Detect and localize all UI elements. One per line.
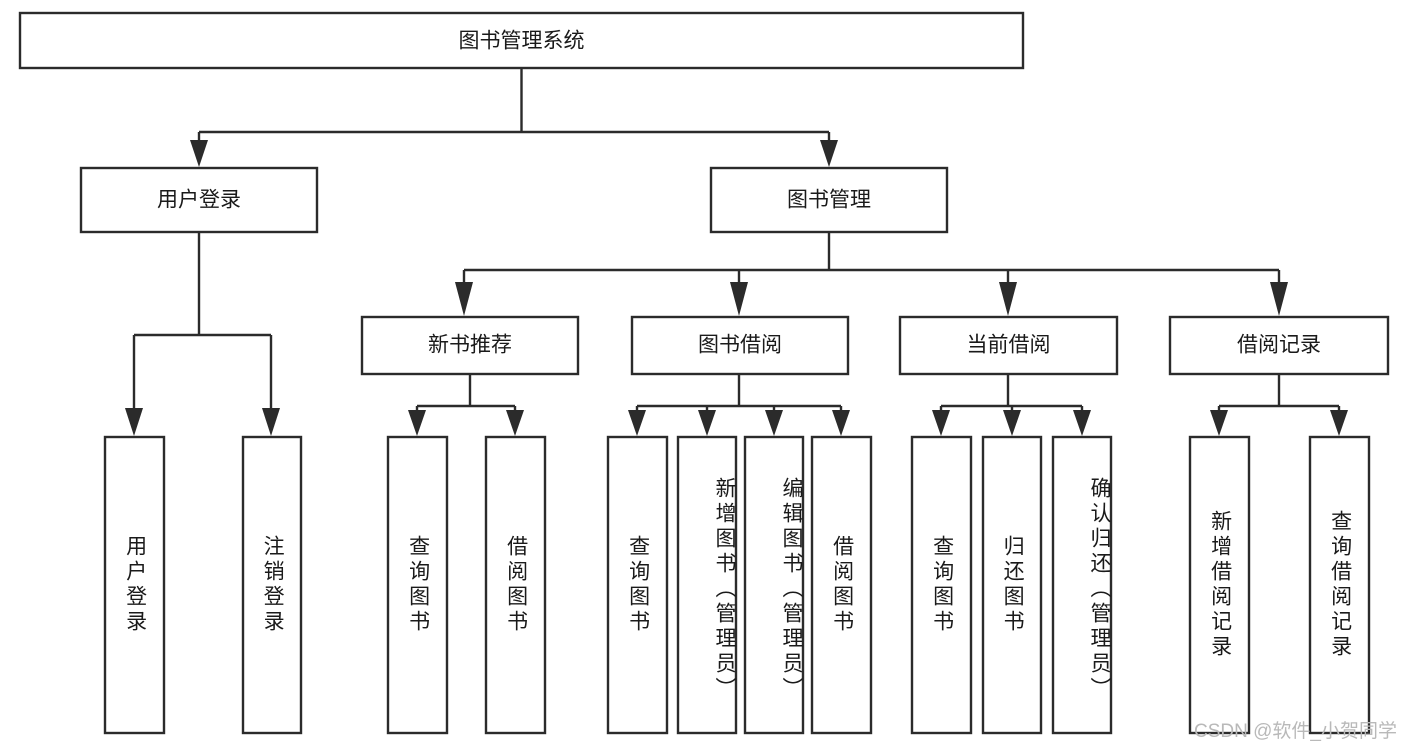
- node-leaf-rec-borrow-book-box[interactable]: [484, 435, 547, 735]
- node-leaf-borrow-add-book-box[interactable]: [676, 435, 738, 735]
- node-leaf-user-login-box[interactable]: [103, 435, 166, 735]
- arrow-to-user-login: [190, 140, 208, 167]
- watermark-text: CSDN @软件_小贺同学: [1194, 721, 1397, 742]
- arrow-to-leaf-rec-query-book: [408, 410, 426, 436]
- arrow-to-leaf-user-login: [125, 408, 143, 436]
- arrow-to-leaf-current-query-book: [932, 410, 950, 436]
- node-book-manage-label: 图书管理: [787, 189, 871, 212]
- arrow-to-leaf-borrow-edit-book: [765, 410, 783, 436]
- nodes-layer: 图书管理系统 用户登录 图书管理 新书推荐 图书借阅 当前借阅 借阅记录: [18, 11, 1390, 735]
- arrow-to-new-book-rec: [455, 282, 473, 316]
- arrow-to-leaf-current-confirm-return: [1073, 410, 1091, 436]
- node-book-borrow-label: 图书借阅: [698, 334, 782, 357]
- node-leaf-borrow-edit-book-box[interactable]: [743, 435, 805, 735]
- arrow-to-leaf-user-logout: [262, 408, 280, 436]
- node-user-login-label: 用户登录: [157, 189, 241, 212]
- arrow-to-leaf-current-return-book: [1003, 410, 1021, 436]
- node-book-borrow-box[interactable]: [630, 315, 850, 376]
- node-new-book-rec-box[interactable]: [360, 315, 580, 376]
- node-leaf-borrow-query-book-box[interactable]: [606, 435, 669, 735]
- node-root-box[interactable]: [18, 11, 1025, 70]
- node-root-label: 图书管理系统: [459, 30, 585, 53]
- node-new-book-rec-label: 新书推荐: [428, 334, 512, 357]
- arrow-to-book-borrow: [730, 282, 748, 316]
- node-leaf-current-confirm-return-box[interactable]: [1051, 435, 1113, 735]
- node-leaf-borrow-borrow-book-box[interactable]: [810, 435, 873, 735]
- node-leaf-record-add-box[interactable]: [1188, 435, 1251, 735]
- arrow-to-current-borrow: [999, 282, 1017, 316]
- node-borrow-record-label: 借阅记录: [1237, 334, 1321, 357]
- arrow-to-leaf-borrow-borrow-book: [832, 410, 850, 436]
- node-leaf-user-logout-box[interactable]: [241, 435, 303, 735]
- node-current-borrow-box[interactable]: [898, 315, 1119, 376]
- node-leaf-current-query-book-box[interactable]: [910, 435, 973, 735]
- arrow-to-leaf-record-query: [1330, 410, 1348, 436]
- arrow-to-leaf-rec-borrow-book: [506, 410, 524, 436]
- arrow-to-book-manage: [820, 140, 838, 167]
- edges-layer: [125, 68, 1348, 436]
- node-leaf-rec-query-book-box[interactable]: [386, 435, 449, 735]
- arrow-to-leaf-record-add: [1210, 410, 1228, 436]
- arrow-to-leaf-borrow-add-book: [698, 410, 716, 436]
- node-user-login-box[interactable]: [79, 166, 319, 234]
- node-leaf-current-return-book-box[interactable]: [981, 435, 1043, 735]
- node-borrow-record-box[interactable]: [1168, 315, 1390, 376]
- arrow-to-leaf-borrow-query-book: [628, 410, 646, 436]
- node-current-borrow-label: 当前借阅: [967, 334, 1051, 357]
- arrow-to-borrow-record: [1270, 282, 1288, 316]
- node-leaf-record-query-box[interactable]: [1308, 435, 1371, 735]
- node-book-manage-box[interactable]: [709, 166, 949, 234]
